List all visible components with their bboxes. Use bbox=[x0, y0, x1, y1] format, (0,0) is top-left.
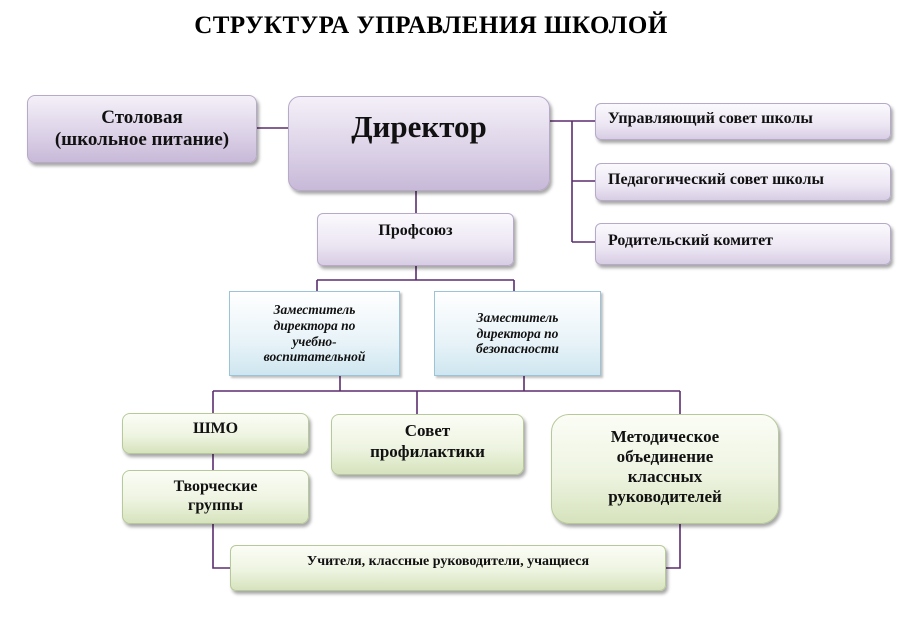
creative-groups-box: Творческие группы bbox=[122, 470, 309, 524]
methodical-association-box: Методическое объединение классных руково… bbox=[551, 414, 779, 524]
council-label: Родительский комитет bbox=[608, 231, 774, 249]
canteen-sublabel: (школьное питание) bbox=[54, 129, 230, 150]
council-box-parents: Родительский комитет bbox=[595, 223, 891, 265]
prevention-council-label: Совет профилактики bbox=[370, 421, 485, 461]
council-box-governing: Управляющий совет школы bbox=[595, 103, 891, 140]
groups-bottom-connector bbox=[212, 524, 230, 569]
director-box: Директор bbox=[288, 96, 550, 191]
methodical-bottom-connector bbox=[666, 524, 681, 569]
page-title: СТРУКТУРА УПРАВЛЕНИЯ ШКОЛОЙ bbox=[194, 12, 668, 39]
shmo-box: ШМО bbox=[122, 413, 309, 454]
shmo-label: ШМО bbox=[192, 420, 239, 437]
deputy-box-safety: Заместитель директора по безопасности bbox=[434, 291, 601, 376]
deputy-box-education: Заместитель директора по учебно-воспитат… bbox=[229, 291, 400, 376]
canteen-box: Столовая (школьное питание) bbox=[27, 95, 257, 163]
council-label: Управляющий совет школы bbox=[608, 110, 813, 128]
director-label: Директор bbox=[351, 109, 487, 144]
union-label: Профсоюз bbox=[378, 222, 453, 239]
deputy-label: Заместитель директора по безопасности bbox=[476, 309, 559, 357]
methodical-association-label: Методическое объединение классных руково… bbox=[608, 426, 722, 507]
council-label: Педагогический совет школы bbox=[608, 170, 824, 188]
bottom-box: Учителя, классные руководители, учащиеся bbox=[230, 545, 666, 591]
prevention-council-box: Совет профилактики bbox=[331, 414, 524, 475]
creative-groups-label: Творческие группы bbox=[173, 478, 258, 514]
deputy-label: Заместитель директора по учебно-воспитат… bbox=[263, 301, 366, 365]
council-box-pedagogical: Педагогический совет школы bbox=[595, 163, 891, 201]
union-box: Профсоюз bbox=[317, 213, 514, 266]
canteen-label: Столовая bbox=[101, 106, 183, 128]
bottom-label: Учителя, классные руководители, учащиеся bbox=[306, 554, 590, 569]
